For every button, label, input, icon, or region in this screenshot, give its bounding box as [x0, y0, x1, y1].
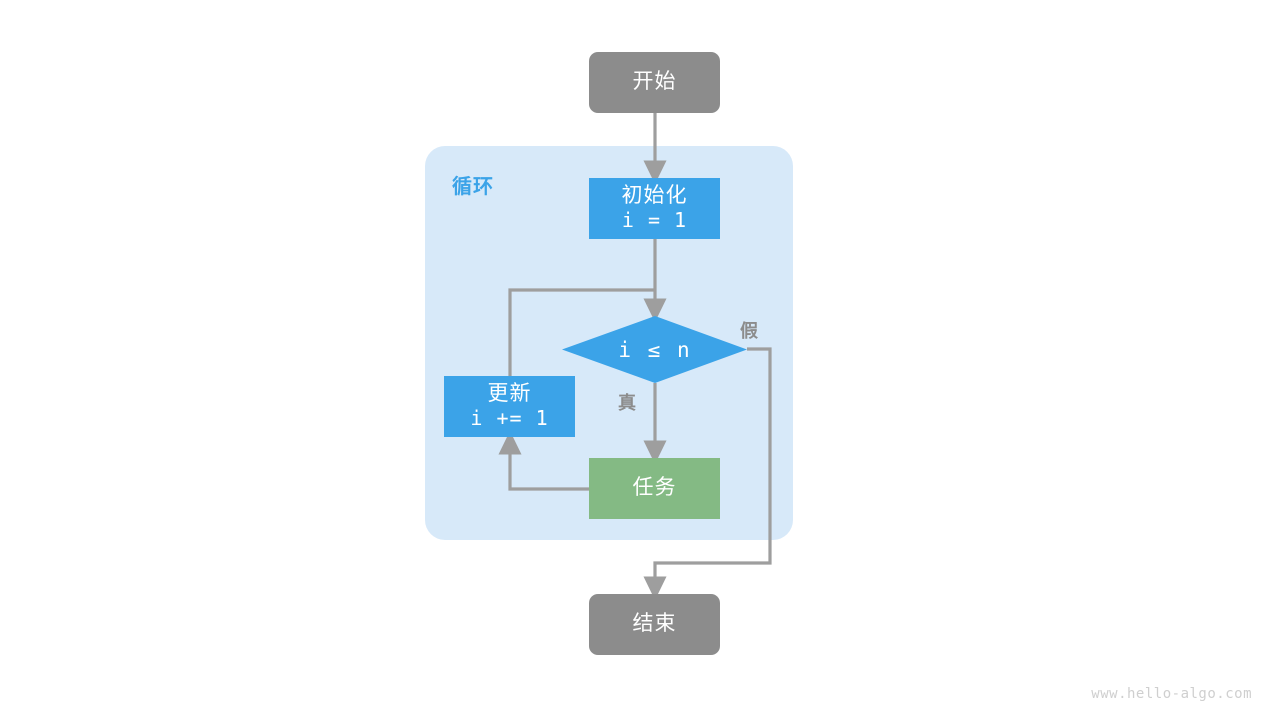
- condition-diamond-shape: [562, 316, 747, 383]
- node-initialize-code: i = 1: [621, 208, 688, 233]
- node-condition-label: i ≤ n: [618, 337, 692, 362]
- node-initialize-label: 初始化: [621, 184, 688, 208]
- node-update[interactable]: 更新 i += 1: [444, 376, 575, 437]
- node-end-label: 结束: [632, 612, 677, 636]
- watermark: www.hello-algo.com: [1091, 686, 1252, 702]
- edge-condition-false-to-end: [643, 347, 772, 601]
- node-initialize[interactable]: 初始化 i = 1: [589, 178, 720, 239]
- edge-task-to-update: [498, 430, 589, 491]
- node-end[interactable]: 结束: [589, 594, 720, 655]
- node-start-label: 开始: [632, 70, 677, 94]
- node-task-label: 任务: [632, 476, 677, 500]
- node-condition[interactable]: i ≤ n: [562, 316, 748, 383]
- edge-label-false: 假: [740, 321, 759, 341]
- node-update-code: i += 1: [470, 406, 549, 431]
- node-task[interactable]: 任务: [589, 458, 720, 519]
- node-start[interactable]: 开始: [589, 52, 720, 113]
- edge-label-true: 真: [618, 393, 637, 413]
- edge-update-to-condition: [508, 288, 655, 376]
- node-update-label: 更新: [487, 382, 532, 406]
- loop-group-label: 循环: [452, 176, 494, 198]
